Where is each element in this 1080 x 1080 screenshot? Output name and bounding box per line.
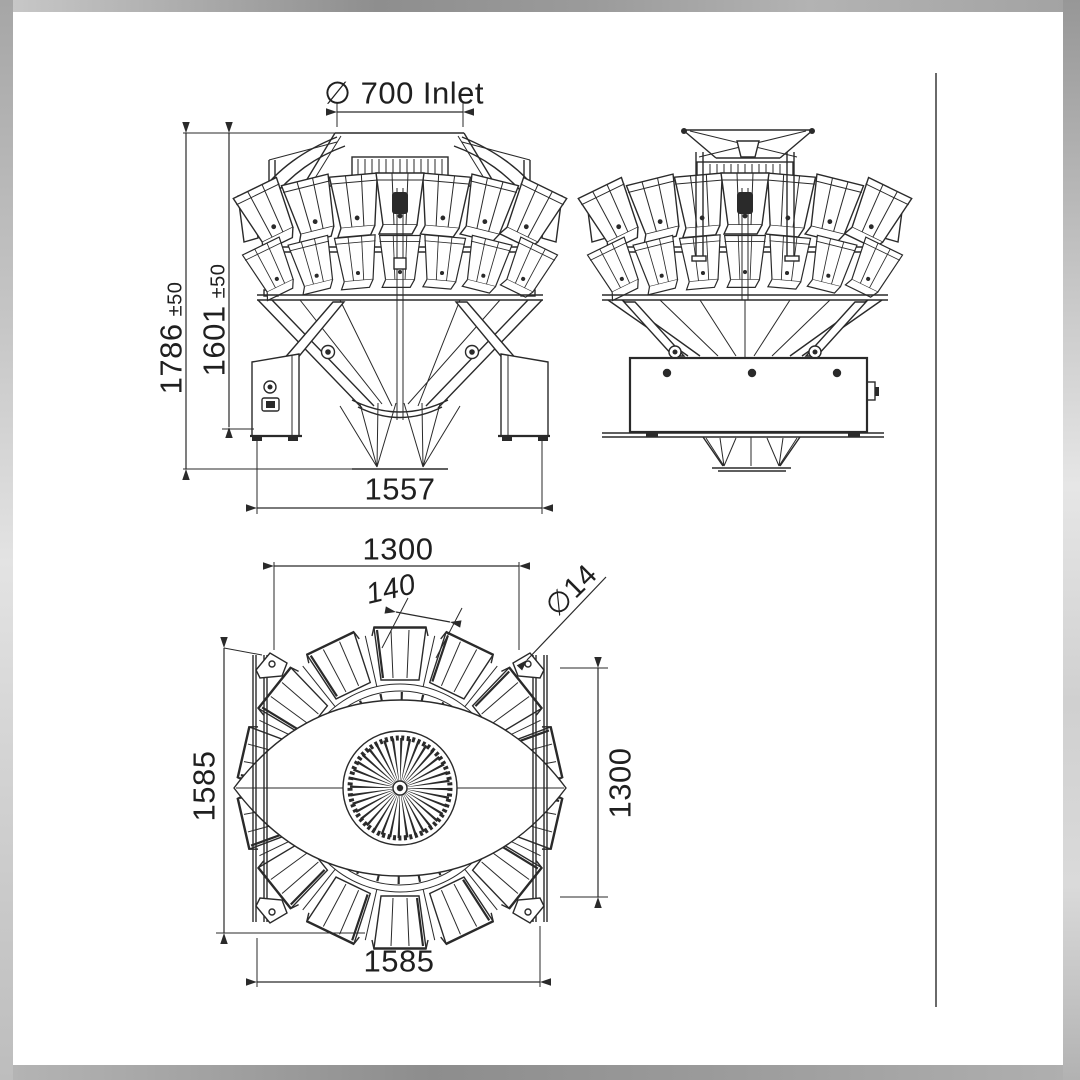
dimension-lines bbox=[182, 103, 608, 987]
body-height-tolerance: ±50 bbox=[207, 263, 230, 299]
plan-view bbox=[233, 625, 567, 951]
front-view bbox=[232, 132, 568, 470]
frame-edge-left bbox=[0, 0, 13, 1080]
body-height-dimension: 1601 ±50 bbox=[196, 263, 232, 377]
overall-height-dimension: 1786 ±50 bbox=[153, 281, 189, 395]
frame-edge-top bbox=[0, 0, 1080, 12]
plan-bottom-width-dimension: 1585 bbox=[363, 943, 435, 979]
overall-height-value: 1786 bbox=[153, 323, 189, 395]
plan-right-depth-dimension: 1300 bbox=[602, 747, 638, 819]
frame-edge-right bbox=[1063, 0, 1080, 1080]
inlet-dimension-label: ∅ 700 Inlet bbox=[323, 75, 485, 111]
side-view bbox=[577, 128, 913, 472]
plan-top-width-dimension: 1300 bbox=[362, 531, 434, 567]
plan-left-depth-dimension: 1585 bbox=[186, 750, 222, 822]
overall-height-tolerance: ±50 bbox=[164, 281, 187, 317]
frame-edge-bottom bbox=[0, 1065, 1080, 1080]
overall-width-dimension: 1557 bbox=[364, 471, 436, 507]
body-height-value: 1601 bbox=[196, 305, 232, 377]
